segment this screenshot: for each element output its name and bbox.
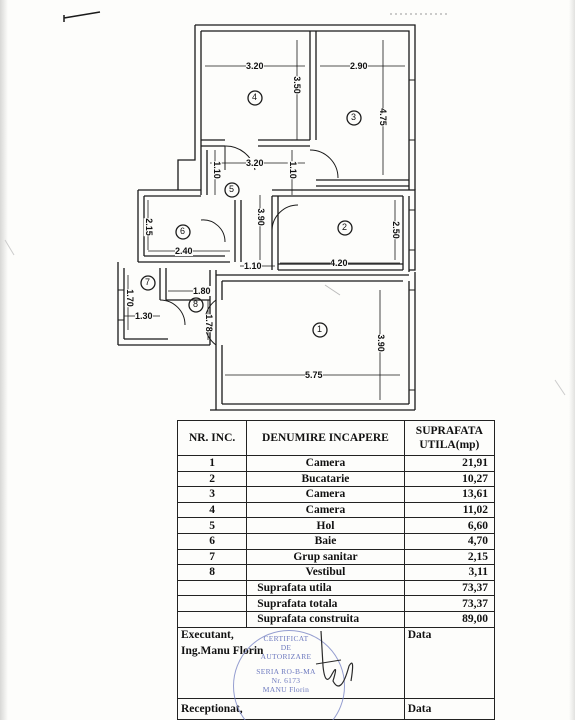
row-area: 6,60 — [403, 517, 496, 534]
total-name: Suprafata totala — [246, 595, 405, 612]
dimension-label: 2.40 — [175, 246, 193, 256]
dimension-label: 1.10 — [287, 161, 298, 179]
screenshot-edge — [0, 0, 8, 720]
row-area: 10,27 — [403, 470, 496, 488]
total-name: Suprafata construita — [246, 610, 405, 628]
screenshot-edge — [569, 0, 575, 720]
dimension-label: 3.20 — [246, 158, 264, 168]
dimension-label: 4.20 — [330, 258, 348, 268]
room-number: 1 — [317, 324, 323, 334]
total-area: 73,37 — [403, 579, 496, 597]
dimension-label: 1.70 — [124, 289, 135, 307]
executant-row: Executant, Ing.Manu Florin CERTIFICAT DE… — [177, 626, 496, 720]
rooms-table: NR. INC. DENUMIRE INCAPERE SUPRAFATA UTI… — [177, 420, 496, 720]
signature — [315, 630, 354, 687]
total-area: 89,00 — [403, 610, 496, 628]
total-empty — [177, 579, 248, 597]
dimension-label: 3.20 — [246, 61, 264, 71]
row-nr: 8 — [177, 564, 248, 581]
dimension-label: 4.75 — [377, 108, 388, 126]
floor-plan-drawing — [4, 11, 566, 411]
row-area: 11,02 — [403, 501, 496, 519]
dimension-label: 3.50 — [291, 76, 302, 94]
row-area: 13,61 — [403, 486, 496, 503]
total-empty — [177, 610, 248, 628]
stamp-text: CERTIFICAT DE AUTORIZARE SERIA RO-B-MA N… — [256, 633, 316, 694]
total-empty — [177, 595, 248, 612]
dimension-label: 1.78 — [203, 314, 214, 332]
row-name: Camera — [246, 486, 405, 503]
executant-date-cell: Data — [403, 626, 496, 699]
table-header-row: NR. INC. DENUMIRE INCAPERE SUPRAFATA UTI… — [177, 420, 496, 456]
row-area: 2,15 — [403, 548, 496, 566]
row-nr: 3 — [177, 486, 248, 503]
dimension-label: 3.90 — [375, 334, 386, 352]
row-area: 4,70 — [403, 532, 496, 550]
row-name: Camera — [246, 501, 405, 519]
row-area: 3,11 — [403, 564, 496, 581]
row-nr: 2 — [177, 470, 248, 488]
dimension-label: 1.80 — [193, 286, 211, 296]
room-number: 5 — [229, 184, 235, 194]
dimension-label: 3.90 — [255, 208, 266, 226]
dimension-label: 2.50 — [390, 221, 401, 239]
executant-block: Executant, Ing.Manu Florin CERTIFICAT DE… — [181, 628, 401, 720]
row-nr: 5 — [177, 517, 248, 534]
row-name: Baie — [246, 532, 405, 550]
dimension-label: 5.75 — [305, 370, 323, 380]
dimension-label: 1.30 — [135, 311, 153, 321]
row-nr: 4 — [177, 501, 248, 519]
dimension-label: 1.10 — [211, 161, 222, 179]
dimension-label: 1.10 — [244, 261, 262, 271]
dimension-label: 2.15 — [143, 218, 154, 236]
executant-label: Executant, — [181, 628, 234, 641]
row-nr: 7 — [177, 548, 248, 566]
row-name: Vestibul — [246, 564, 405, 581]
row-name: Hol — [246, 517, 405, 534]
row-name: Camera — [246, 455, 405, 472]
total-name: Suprafata utila — [246, 579, 405, 597]
room-number: 8 — [193, 299, 199, 309]
row-nr: 1 — [177, 455, 248, 472]
row-name: Bucatarie — [246, 470, 405, 488]
room-number: 7 — [145, 277, 151, 287]
room-number: 4 — [252, 92, 258, 102]
room-number: 6 — [180, 226, 186, 236]
executant-cell: Executant, Ing.Manu Florin CERTIFICAT DE… — [177, 626, 405, 720]
dimension-label: 2.90 — [350, 61, 368, 71]
receptionat-data-label: Data — [407, 702, 432, 715]
row-area: 21,91 — [403, 455, 496, 472]
total-area: 73,37 — [403, 595, 496, 612]
header-name: DENUMIRE INCAPERE — [246, 420, 405, 456]
floor-plan: 3.20 3.50 2.90 4.75 1.10 3.20 1.10 3.90 … — [4, 11, 566, 411]
row-nr: 6 — [177, 532, 248, 550]
data-label: Data — [407, 628, 432, 641]
receptionat-date-cell: Data — [403, 697, 496, 720]
receptionat-label: Receptionat, — [181, 702, 243, 715]
rooms-table-container: NR. INC. DENUMIRE INCAPERE SUPRAFATA UTI… — [177, 420, 497, 720]
header-nr: NR. INC. — [177, 420, 248, 456]
row-name: Grup sanitar — [246, 548, 405, 566]
room-number: 2 — [342, 222, 348, 232]
header-area: SUPRAFATA UTILA(mp) — [403, 420, 496, 456]
room-number: 3 — [351, 112, 357, 122]
